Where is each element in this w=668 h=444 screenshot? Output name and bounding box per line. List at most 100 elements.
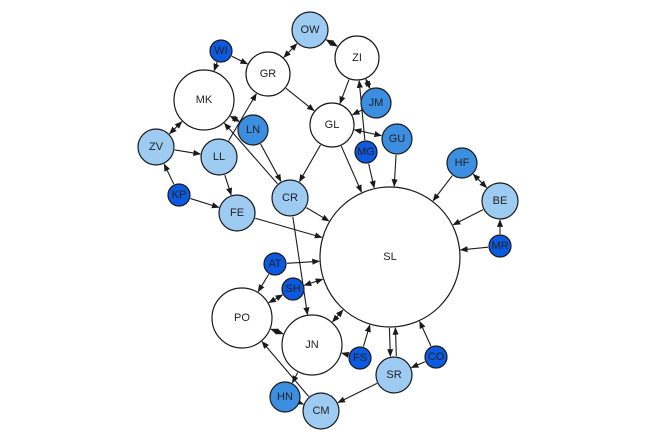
node-label: BE (493, 195, 508, 207)
nodes-layer: SL PO MK JN GR ZI GL OW ZV LL FE CR BE SR CM LN JM GU HF HN… (137, 11, 519, 430)
node-circle[interactable] (173, 69, 235, 131)
node-gr[interactable]: GR (245, 51, 291, 97)
edge-cr-jn (292, 216, 310, 316)
edge-sr-cm (337, 382, 378, 404)
node-co[interactable]: CO (424, 345, 448, 369)
node-mk[interactable]: MK (173, 69, 235, 131)
node-hn[interactable]: HN (269, 381, 301, 413)
node-be[interactable]: BE (481, 182, 519, 220)
node-circle[interactable] (269, 381, 301, 413)
node-label: SH (285, 283, 300, 295)
node-label: JN (305, 339, 319, 351)
node-circle[interactable] (360, 87, 392, 119)
node-wi[interactable]: WI (209, 39, 233, 63)
node-circle[interactable] (424, 345, 448, 369)
node-fs[interactable]: FS (348, 346, 372, 370)
edge-ln-cr (260, 143, 282, 182)
node-circle[interactable] (319, 186, 461, 328)
node-circle[interactable] (281, 314, 343, 376)
node-circle[interactable] (200, 138, 238, 176)
node-label: AT (268, 258, 282, 270)
node-circle[interactable] (271, 179, 309, 217)
node-circle[interactable] (481, 182, 519, 220)
edge-ow-zi (325, 39, 338, 47)
node-circle[interactable] (263, 252, 287, 276)
node-label: SR (386, 369, 401, 381)
edge-gr-ow (283, 43, 298, 58)
edge-jn-hn (291, 372, 299, 384)
node-label: GL (325, 119, 340, 131)
edge-jn-sl (332, 309, 344, 323)
edge-cr-sl (306, 207, 330, 222)
edge-kp-zv (163, 163, 175, 185)
edge-gl-gu (353, 128, 383, 138)
node-circle[interactable] (137, 128, 175, 166)
edge-zv-ll (174, 149, 201, 156)
node-label: HN (277, 391, 293, 403)
node-hf[interactable]: HF (446, 147, 478, 179)
node-sh[interactable]: SH (281, 277, 305, 301)
node-label: GU (389, 133, 406, 145)
node-sl[interactable]: SL (319, 186, 461, 328)
node-jm[interactable]: JM (360, 87, 392, 119)
node-label: ZV (149, 141, 164, 153)
node-circle[interactable] (245, 51, 291, 97)
node-mg[interactable]: MG (354, 140, 378, 164)
node-label: KP (172, 189, 187, 201)
node-cr[interactable]: CR (271, 179, 309, 217)
node-ow[interactable]: OW (291, 11, 329, 49)
node-fe[interactable]: FE (218, 194, 256, 232)
edge-cr-mk (223, 122, 278, 185)
node-label: FE (230, 207, 244, 219)
node-circle[interactable] (291, 11, 329, 49)
node-gu[interactable]: GU (381, 123, 413, 155)
node-label: CO (428, 351, 445, 363)
node-label: WI (214, 45, 227, 57)
node-po[interactable]: PO (211, 287, 273, 349)
node-jn[interactable]: JN (281, 314, 343, 376)
node-circle[interactable] (302, 392, 340, 430)
node-sr[interactable]: SR (375, 356, 413, 394)
edge-fs-jn (341, 351, 350, 358)
node-zi[interactable]: ZI (334, 35, 380, 81)
edge-zi-gl (339, 79, 350, 105)
edge-sh-sl (303, 278, 324, 286)
edge-wi-gr (231, 55, 249, 65)
node-gl[interactable]: GL (309, 102, 355, 148)
node-ln[interactable]: LN (237, 114, 269, 146)
node-circle[interactable] (211, 287, 273, 349)
edge-co-sl (419, 320, 432, 347)
edge-mk-zv (169, 121, 183, 135)
edge-fs-sl (362, 324, 371, 347)
node-cm[interactable]: CM (302, 392, 340, 430)
node-circle[interactable] (381, 123, 413, 155)
node-circle[interactable] (309, 102, 355, 148)
node-circle[interactable] (281, 277, 305, 301)
node-circle[interactable] (375, 356, 413, 394)
edge-be-sl (452, 209, 484, 226)
edges-layer (163, 39, 504, 405)
edge-at-po (257, 273, 270, 293)
node-circle[interactable] (209, 39, 233, 63)
node-circle[interactable] (237, 114, 269, 146)
edge-sh-po (268, 294, 284, 304)
edge-ll-fe (224, 174, 232, 196)
node-circle[interactable] (334, 35, 380, 81)
node-kp[interactable]: KP (167, 183, 191, 207)
edge-sr-sl (392, 327, 399, 356)
edge-gr-gl (285, 87, 315, 112)
edge-jm-gl (351, 108, 362, 116)
node-mr[interactable]: MR (488, 234, 512, 258)
edge-cm-po (261, 341, 310, 397)
node-ll[interactable]: LL (200, 138, 238, 176)
node-circle[interactable] (348, 346, 372, 370)
node-label: MR (491, 240, 508, 252)
node-circle[interactable] (167, 183, 191, 207)
node-at[interactable]: AT (263, 252, 287, 276)
node-zv[interactable]: ZV (137, 128, 175, 166)
node-circle[interactable] (218, 194, 256, 232)
node-circle[interactable] (446, 147, 478, 179)
node-circle[interactable] (354, 140, 378, 164)
node-circle[interactable] (488, 234, 512, 258)
